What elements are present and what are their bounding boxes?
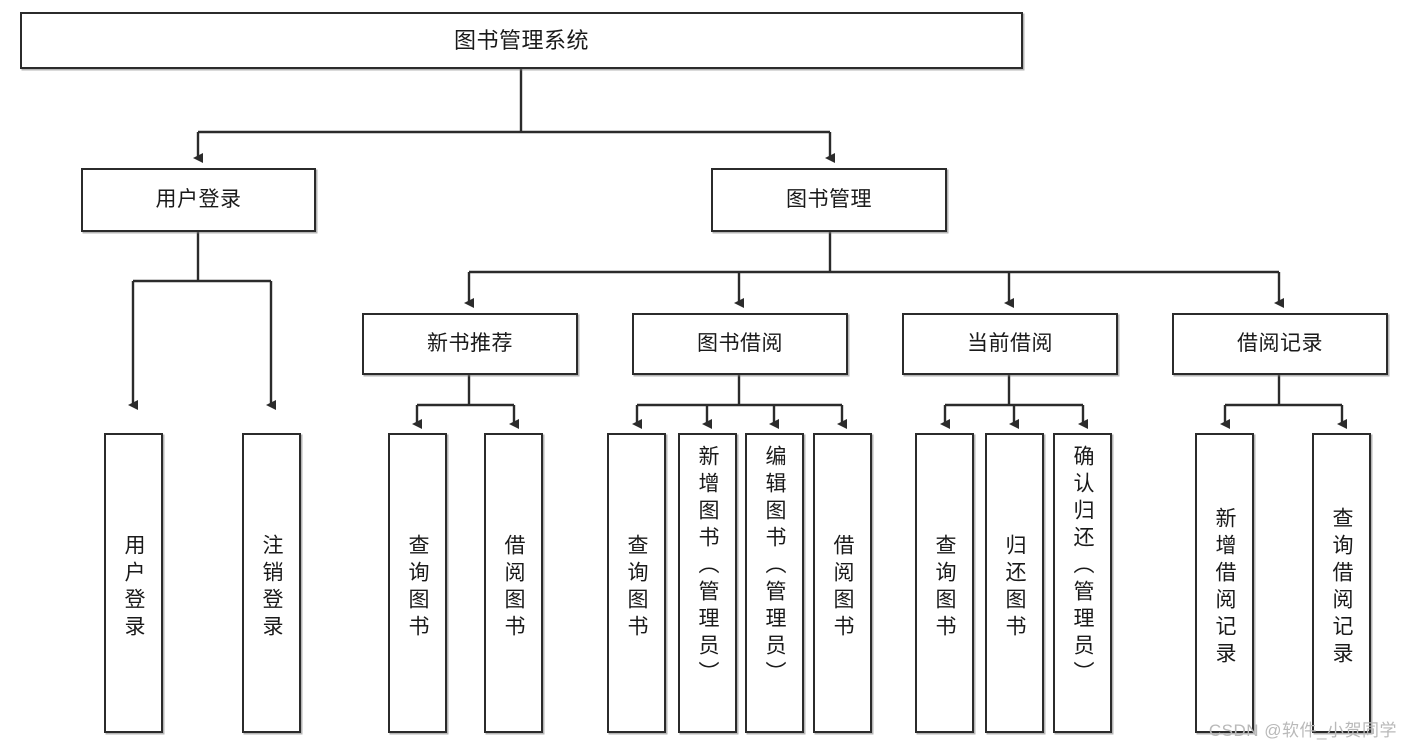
leaf-current-borrow-confirm-return[interactable]: 确认归还（管理员） xyxy=(1053,433,1112,733)
node-label: 当前借阅 xyxy=(967,331,1053,355)
leaf-new-book-query[interactable]: 查询图书 xyxy=(388,433,447,733)
node-root-system[interactable]: 图书管理系统 xyxy=(20,12,1023,69)
watermark-text: CSDN @软件_小贺同学 xyxy=(1208,721,1397,740)
node-label: 确认归还（管理员） xyxy=(1071,445,1095,688)
leaf-book-borrow-edit[interactable]: 编辑图书（管理员） xyxy=(745,433,804,733)
node-book-management[interactable]: 图书管理 xyxy=(711,168,947,232)
node-label: 借阅图书 xyxy=(502,534,526,642)
node-new-book-recommend[interactable]: 新书推荐 xyxy=(362,313,578,375)
node-label: 查询图书 xyxy=(625,534,649,642)
node-label: 借阅图书 xyxy=(831,534,855,642)
node-label: 查询借阅记录 xyxy=(1330,507,1354,669)
leaf-current-borrow-query[interactable]: 查询图书 xyxy=(915,433,974,733)
node-label: 用户登录 xyxy=(122,534,146,642)
node-label: 编辑图书（管理员） xyxy=(763,445,787,688)
leaf-book-borrow-borrow[interactable]: 借阅图书 xyxy=(813,433,872,733)
node-current-borrow[interactable]: 当前借阅 xyxy=(902,313,1118,375)
node-label: 图书借阅 xyxy=(697,331,783,355)
node-label: 注销登录 xyxy=(260,534,284,642)
leaf-user-login-logout[interactable]: 注销登录 xyxy=(242,433,301,733)
leaf-book-borrow-query[interactable]: 查询图书 xyxy=(607,433,666,733)
leaf-borrow-record-add[interactable]: 新增借阅记录 xyxy=(1195,433,1254,733)
leaf-current-borrow-return[interactable]: 归还图书 xyxy=(985,433,1044,733)
node-label: 借阅记录 xyxy=(1237,331,1323,355)
node-label: 图书管理 xyxy=(786,187,872,211)
leaf-borrow-record-query[interactable]: 查询借阅记录 xyxy=(1312,433,1371,733)
node-label: 新书推荐 xyxy=(427,331,513,355)
node-label: 查询图书 xyxy=(406,534,430,642)
node-book-borrow[interactable]: 图书借阅 xyxy=(632,313,848,375)
node-label: 查询图书 xyxy=(933,534,957,642)
node-label: 用户登录 xyxy=(155,187,242,211)
node-label: 图书管理系统 xyxy=(453,27,589,53)
leaf-book-borrow-add[interactable]: 新增图书（管理员） xyxy=(678,433,737,733)
node-user-login[interactable]: 用户登录 xyxy=(81,168,316,232)
node-label: 新增借阅记录 xyxy=(1213,507,1237,669)
node-label: 归还图书 xyxy=(1003,534,1027,642)
node-label: 新增图书（管理员） xyxy=(696,445,720,688)
leaf-user-login-login[interactable]: 用户登录 xyxy=(104,433,163,733)
leaf-new-book-borrow[interactable]: 借阅图书 xyxy=(484,433,543,733)
node-borrow-record[interactable]: 借阅记录 xyxy=(1172,313,1388,375)
